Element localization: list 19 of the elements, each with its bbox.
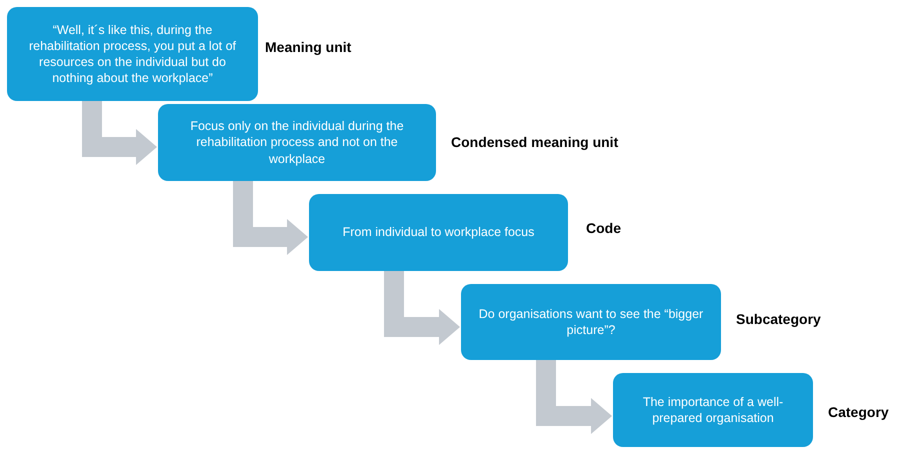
bent-arrow bbox=[82, 101, 157, 165]
stage-label: Meaning unit bbox=[265, 39, 352, 55]
process-box bbox=[461, 284, 721, 360]
bent-arrow bbox=[384, 271, 460, 345]
process-box bbox=[158, 104, 436, 181]
stage-label: Condensed meaning unit bbox=[451, 134, 618, 150]
process-box bbox=[7, 7, 258, 101]
box-text: Focus only on the individual during the rehabilitation process and not on the workplace bbox=[189, 118, 405, 167]
stage-label: Subcategory bbox=[736, 311, 821, 327]
bent-arrow bbox=[233, 181, 308, 255]
bent-arrow bbox=[536, 360, 612, 434]
process-box bbox=[309, 194, 568, 271]
box-text: “Well, it´s like this, during the rehabilitation process, you put a lot of resources on the individual but do nothing about the workplace” bbox=[28, 22, 238, 86]
box-text: The importance of a well-prepared organisation bbox=[642, 394, 784, 426]
process-box bbox=[613, 373, 813, 447]
stage-label: Code bbox=[586, 220, 621, 236]
box-text: From individual to workplace focus bbox=[342, 224, 534, 241]
box-text: Do organisations want to see the “bigger picture”? bbox=[478, 306, 704, 338]
stage-label: Category bbox=[828, 404, 889, 420]
